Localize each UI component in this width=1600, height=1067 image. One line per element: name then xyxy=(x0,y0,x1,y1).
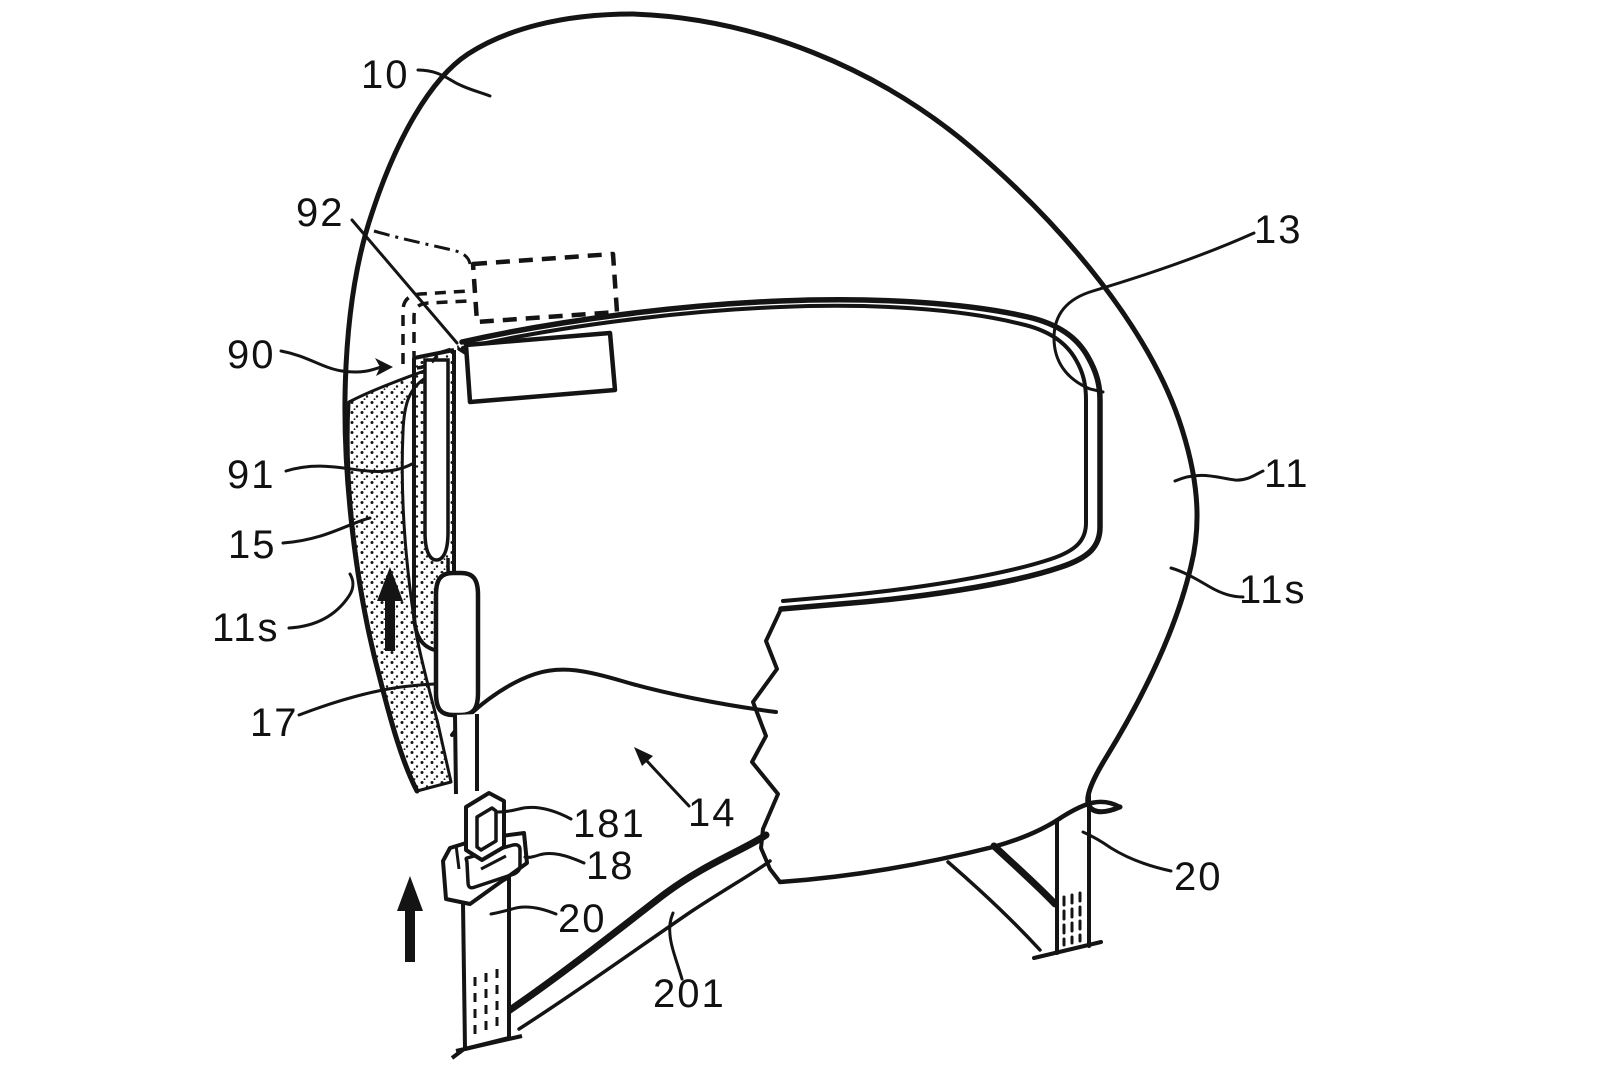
right-strap-assembly xyxy=(946,789,1103,960)
leader-13 xyxy=(1052,231,1256,394)
visor-plate xyxy=(463,330,618,405)
leader-11s-left xyxy=(287,572,355,630)
leader-lines xyxy=(279,68,1265,981)
up-arrow-at-strap xyxy=(397,876,423,962)
direction-arrows xyxy=(377,567,423,962)
visor-edge-outer xyxy=(459,297,1103,612)
ref-label-11s-right: 11s xyxy=(1239,568,1307,612)
ref-label-18: 18 xyxy=(586,844,635,888)
chin-strap-bottom-edge xyxy=(517,859,772,1031)
shell-bottom-edge xyxy=(777,799,1123,885)
cheek-contour-line xyxy=(450,667,778,737)
leader-91 xyxy=(284,462,414,473)
chin-strap-top-edge xyxy=(503,831,770,1016)
hidden-duct-inner xyxy=(412,299,469,362)
leader-11 xyxy=(1173,469,1265,483)
leader-181 xyxy=(496,805,573,821)
shell-right-contour xyxy=(630,11,1200,815)
arrowhead-90 xyxy=(375,358,393,376)
leader-90 xyxy=(279,349,383,374)
hidden-dashed-parts xyxy=(373,229,620,370)
padding-and-duct-section xyxy=(346,348,481,795)
ref-label-14: 14 xyxy=(688,791,737,835)
right-strap-end-cut xyxy=(1032,940,1103,960)
ref-label-20-left: 20 xyxy=(558,897,607,941)
visor-edge-inner xyxy=(461,303,1088,603)
strap-guide-capsule xyxy=(433,570,481,718)
ref-label-90: 90 xyxy=(227,333,276,377)
leader-15 xyxy=(281,516,372,545)
strap-20-left-end-cut xyxy=(450,1034,523,1060)
reference-numerals: 10 92 90 91 15 11s 17 181 18 20 201 14 1… xyxy=(212,53,1310,1016)
leader-20-right xyxy=(1081,830,1173,873)
ref-label-11s-left: 11s xyxy=(212,606,280,650)
ref-label-201: 201 xyxy=(653,972,726,1016)
buckle-18-detail xyxy=(454,844,507,871)
leader-201 xyxy=(668,911,684,981)
leader-arrowheads xyxy=(375,358,653,766)
loop-181-outer xyxy=(464,791,506,862)
leader-92 xyxy=(350,218,459,345)
ref-label-13: 13 xyxy=(1254,208,1303,252)
duct-inner-slot xyxy=(423,358,450,562)
leader-20-left xyxy=(489,905,558,916)
ref-label-92: 92 xyxy=(296,191,345,235)
leader-14-arrow-tail xyxy=(645,759,691,808)
center-line-92 xyxy=(373,229,472,265)
buckle-18-slot xyxy=(464,843,522,890)
leader-17 xyxy=(297,682,438,717)
hidden-box-92 xyxy=(470,251,620,325)
right-strap-thick-fold xyxy=(990,842,1059,908)
ref-label-11: 11 xyxy=(1264,452,1310,496)
hidden-duct-outer xyxy=(401,289,469,364)
ref-label-181: 181 xyxy=(573,802,646,846)
ref-label-20-right: 20 xyxy=(1174,855,1223,899)
loop-181-inner xyxy=(475,806,498,852)
leader-18 xyxy=(523,851,586,865)
up-arrow-in-padding xyxy=(377,567,403,651)
upper-strap-edges xyxy=(453,714,479,795)
hidden-duct-corner xyxy=(416,345,460,370)
chin-strap-band xyxy=(503,831,772,1031)
leader-11s-right xyxy=(1169,566,1245,599)
arrowhead-14 xyxy=(634,747,653,766)
upper-strap-web xyxy=(455,714,477,794)
strap-stitching-right xyxy=(1062,891,1082,947)
right-strap-front-edge xyxy=(946,860,1042,952)
strap-stitching-left xyxy=(473,969,499,1036)
ref-label-10: 10 xyxy=(361,53,410,97)
leader-10 xyxy=(416,68,492,98)
shell-break-edge xyxy=(750,607,783,884)
ref-label-17: 17 xyxy=(250,701,299,745)
ref-label-15: 15 xyxy=(228,523,277,567)
left-strap-assembly xyxy=(441,791,529,1060)
ref-label-91: 91 xyxy=(227,453,276,497)
